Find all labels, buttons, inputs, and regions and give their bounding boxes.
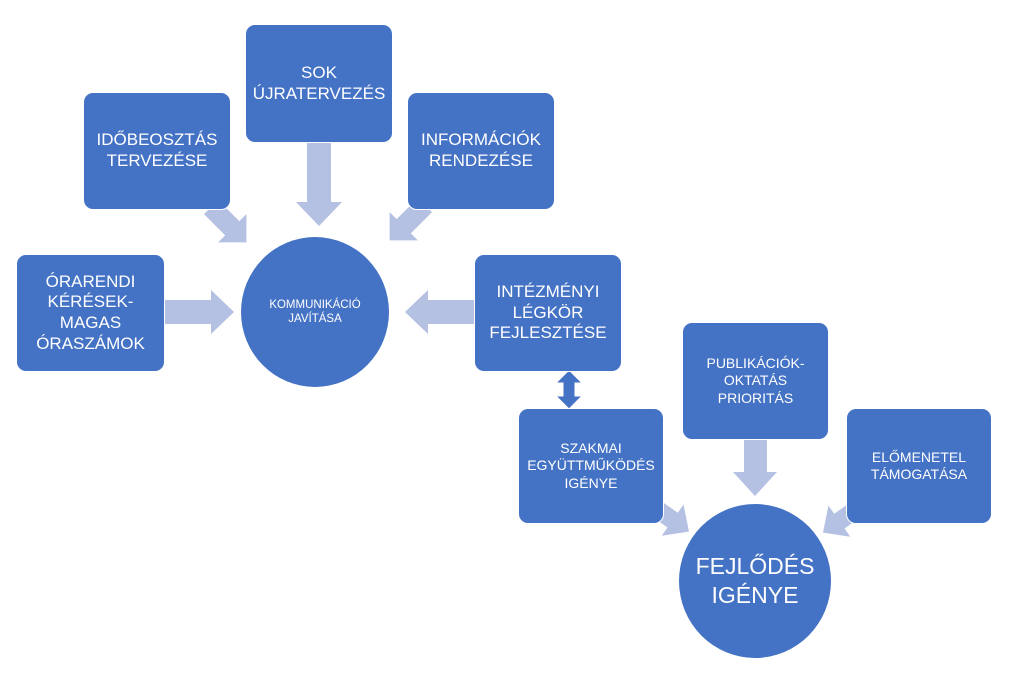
node-orarendi-keresek: ÓRARENDI KÉRÉSEK- MAGAS ÓRASZÁMOK xyxy=(16,254,165,372)
arrow-idobeosztas-to-hub xyxy=(203,199,247,243)
node-informaciok-rendezese: INFORMÁCIÓK RENDEZÉSE xyxy=(407,92,555,210)
node-intezmenyi-legkor: INTÉZMÉNYI LÉGKÖR FEJLESZTÉSE xyxy=(474,254,622,372)
hub-kommunikacio-javitasa: KOMMUNIKÁCIÓ JAVÍTÁSA xyxy=(240,236,390,388)
node-szakmai-egyuttmukodes: SZAKMAI EGYÜTTMŰKÖDÉS IGÉNYE xyxy=(518,408,664,524)
arrow-intezmenyi-to-hub xyxy=(405,290,475,334)
arrow-intezmenyi-szakmai-double xyxy=(554,369,584,410)
node-elomenetel-tamogatasa: ELŐMENETEL TÁMOGATÁSA xyxy=(846,408,992,524)
arrow-publikaciok-to-hub xyxy=(733,440,777,496)
arrow-sok-to-hub xyxy=(296,143,342,226)
arrow-orarendi-to-hub xyxy=(165,290,234,334)
node-sok-ujratervezes: SOK ÚJRATERVEZÉS xyxy=(245,24,393,143)
node-idobeosztas-tervezese: IDŐBEOSZTÁS TERVEZÉSE xyxy=(83,92,231,210)
hub-fejlodes-igenye: FEJLŐDÉS IGÉNYE xyxy=(678,503,832,659)
node-publikaciok-oktatas: PUBLIKÁCIÓK- OKTATÁS PRIORITÁS xyxy=(682,322,829,440)
